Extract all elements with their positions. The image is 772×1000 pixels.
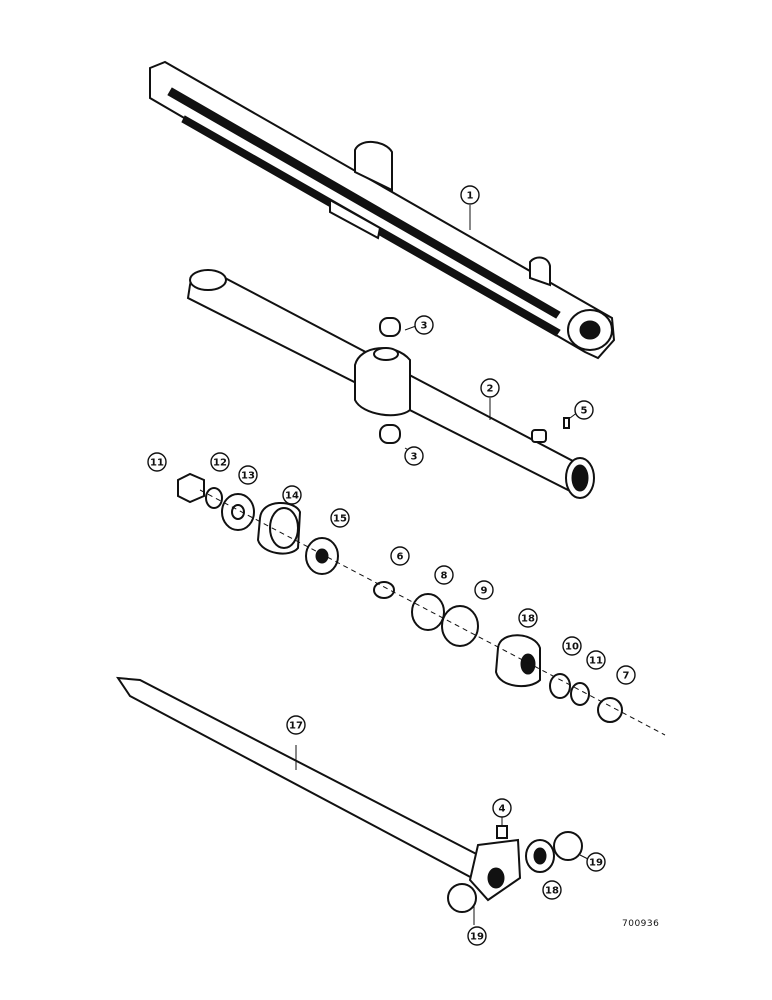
part-17-rod [116, 676, 522, 902]
callout-label: 9 [481, 586, 488, 597]
part-10-wiper [549, 673, 571, 699]
centerline [199, 489, 666, 736]
callout-9: 9 [474, 580, 494, 600]
callout-11a: 11 [147, 452, 167, 472]
callout-2: 2 [480, 378, 500, 398]
callout-label: 17 [289, 721, 303, 732]
part-9-backup-ring [441, 605, 479, 647]
part-11-ring [570, 682, 590, 706]
callout-6: 6 [390, 546, 410, 566]
part-7-ring [597, 697, 623, 723]
callout-18a: 18 [518, 608, 538, 628]
part-6-bushing [373, 581, 395, 599]
callout-3a: 3 [414, 315, 434, 335]
callout-label: 15 [333, 514, 347, 525]
part-8-o-ring [411, 593, 445, 631]
callout-label: 7 [623, 671, 630, 682]
callout-3b: 3 [404, 446, 424, 466]
callout-label: 6 [397, 552, 404, 563]
callout-label: 19 [470, 932, 484, 943]
callout-11b: 11 [586, 650, 606, 670]
part-4-grease-fitting [496, 825, 508, 839]
callout-label: 4 [499, 804, 506, 815]
callout-label: 2 [487, 384, 494, 395]
part-12-washer [205, 487, 223, 509]
callout-1: 1 [460, 185, 480, 205]
part-3-bushings [379, 317, 401, 444]
part-19-snap-ring-right [553, 831, 583, 861]
callout-label: 5 [581, 406, 588, 417]
callout-12: 12 [210, 452, 230, 472]
drawing-number: 700936 [622, 919, 660, 929]
callout-4: 4 [492, 798, 512, 818]
callout-17: 17 [286, 715, 306, 735]
callout-19b: 19 [467, 926, 487, 946]
callout-label: 19 [589, 858, 603, 869]
callout-label: 1 [467, 191, 474, 202]
callout-label: 12 [213, 458, 227, 469]
part-18-bushing [525, 839, 555, 873]
part-19-snap-ring-left [447, 883, 477, 913]
callout-8: 8 [434, 565, 454, 585]
part-5-fitting [563, 417, 570, 429]
callout-label: 14 [285, 491, 299, 502]
part-14-piston [256, 501, 302, 555]
callout-5: 5 [574, 400, 594, 420]
callout-10: 10 [562, 636, 582, 656]
callout-label: 18 [545, 886, 559, 897]
callout-13: 13 [238, 465, 258, 485]
part-16-gland [494, 634, 541, 688]
part-2-barrel [186, 269, 595, 499]
callout-label: 10 [565, 642, 579, 653]
part-1-housing [149, 60, 616, 360]
callout-7: 7 [616, 665, 636, 685]
callout-label: 3 [421, 321, 428, 332]
callout-label: 11 [150, 458, 164, 469]
callout-label: 8 [441, 571, 448, 582]
callout-label: 3 [411, 452, 418, 463]
part-13-piston-part [221, 493, 255, 531]
callout-18b: 18 [542, 880, 562, 900]
callout-19a: 19 [586, 852, 606, 872]
callout-label: 13 [241, 471, 255, 482]
callout-label: 18 [521, 614, 535, 625]
part-11-nut [177, 472, 205, 504]
callout-15: 15 [330, 508, 350, 528]
callout-14: 14 [282, 485, 302, 505]
callout-label: 11 [589, 656, 603, 667]
part-15-seal [305, 537, 339, 575]
